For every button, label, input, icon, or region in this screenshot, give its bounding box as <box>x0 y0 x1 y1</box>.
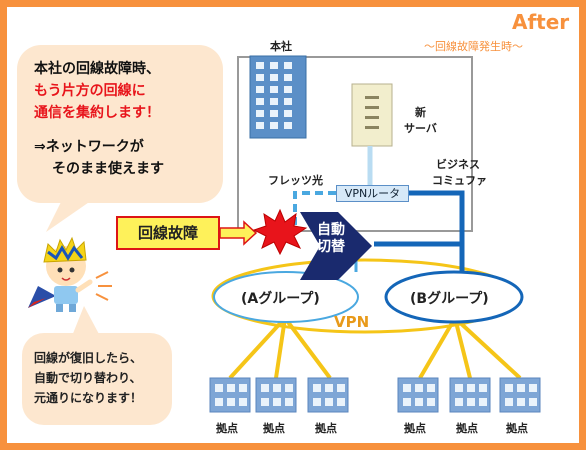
message-line-3: 通信を集約します！ <box>34 105 160 121</box>
auto-switch-line-1: 自動 <box>317 222 345 238</box>
group-b-ellipse <box>384 270 524 324</box>
after-subtitle: ～回線故障発生時～ <box>424 40 523 53</box>
note-bubble-tail <box>72 306 100 336</box>
message-line-4: ⇒ネットワークが <box>34 139 144 155</box>
hq-building-icon <box>249 55 307 139</box>
server-label-1: 新 <box>415 106 426 119</box>
group-a-label: (Aグループ) <box>241 291 320 307</box>
message-line-5: そのまま使えます <box>52 161 164 177</box>
site-building-icon <box>307 377 349 413</box>
note-line-2: 自動で切り替わり、 <box>34 371 142 385</box>
note-line-3: 元通りになります！ <box>34 391 143 405</box>
mascot-illustration <box>28 236 112 312</box>
explosion-icon <box>252 208 308 256</box>
line-label-business-2: コミュファ <box>432 174 487 187</box>
auto-switch-arrow <box>300 212 372 280</box>
vpn-links <box>228 316 522 380</box>
site-building-icon <box>209 377 251 413</box>
auto-switch-line-2: 切替 <box>317 239 345 255</box>
group-b-label: (Bグループ) <box>410 291 489 307</box>
site-building-icon <box>397 377 439 413</box>
site-label: 拠点 <box>315 422 337 435</box>
line-label-business-1: ビジネス <box>436 158 480 171</box>
failure-arrow <box>219 220 258 246</box>
site-label: 拠点 <box>506 422 528 435</box>
line-label-flets: フレッツ光 <box>268 174 323 187</box>
after-title: After <box>512 10 570 34</box>
site-label: 拠点 <box>263 422 285 435</box>
vpn-router: VPNルータ <box>336 185 409 202</box>
server-icon <box>351 83 393 147</box>
group-a-ellipse <box>213 271 359 323</box>
auto-switch-label: 自動 切替 <box>304 222 358 256</box>
site-buildings <box>209 377 541 413</box>
site-label: 拠点 <box>456 422 478 435</box>
note-line-1: 回線が復旧したら、 <box>34 351 143 365</box>
speech-bubble <box>17 45 223 203</box>
speech-bubble-tail <box>46 196 95 232</box>
failed-line-flets <box>293 191 336 225</box>
server-label-2: サーバ <box>404 122 437 135</box>
message-line-2: もう片方の回線に <box>34 83 146 99</box>
site-building-icon <box>449 377 491 413</box>
site-label: 拠点 <box>216 422 238 435</box>
active-line-business <box>409 190 465 262</box>
hq-label: 本社 <box>270 40 292 53</box>
failure-label: 回線故障 <box>116 216 220 250</box>
site-label: 拠点 <box>404 422 426 435</box>
site-building-icon <box>255 377 297 413</box>
message-line-1: 本社の回線故障時、 <box>34 61 160 77</box>
vpn-label: VPN <box>334 313 370 331</box>
site-building-icon <box>499 377 541 413</box>
note-bubble <box>22 333 172 425</box>
